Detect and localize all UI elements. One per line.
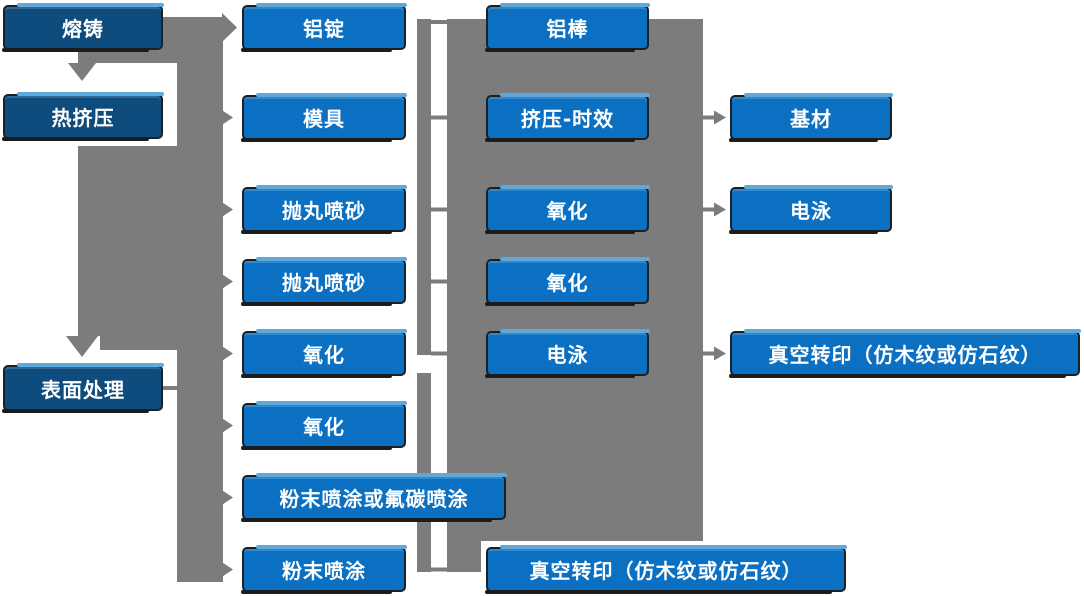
node-melting-casting: 熔铸 bbox=[2, 3, 164, 52]
node-electrophoresis-b: 电泳 bbox=[729, 185, 893, 234]
arrow-tail-to-vacuum-transfer-b bbox=[703, 351, 714, 356]
arrowhead-down-to-surface-treatment bbox=[66, 336, 98, 357]
connector-left-spine bbox=[177, 17, 223, 582]
connector-stub-row1 bbox=[431, 20, 448, 24]
arrowhead-to-powder-fluorocarbon bbox=[221, 489, 233, 506]
node-aluminum-ingot: 铝锭 bbox=[241, 3, 407, 52]
arrowhead-to-oxidation-a bbox=[221, 345, 233, 362]
node-mold: 模具 bbox=[241, 93, 407, 142]
node-hot-extrusion: 热挤压 bbox=[2, 92, 164, 141]
connector-main-block-foot bbox=[447, 541, 481, 572]
connector-mid-bar-lower bbox=[417, 373, 431, 572]
arrowhead-to-shot-blast-2 bbox=[221, 273, 233, 290]
arrowhead-to-aluminum-ingot bbox=[222, 13, 237, 42]
arrowhead-to-powder-coating bbox=[221, 561, 233, 578]
node-vacuum-transfer-b: 真空转印（仿木纹或仿石纹） bbox=[729, 329, 1081, 378]
node-aluminum-rod: 铝棒 bbox=[485, 3, 650, 52]
node-shot-blast-sand-2: 抛丸喷砂 bbox=[241, 257, 407, 306]
node-extrusion-aging: 挤压-时效 bbox=[485, 93, 650, 142]
arrowhead-to-electrophoresis-b bbox=[714, 202, 726, 217]
node-base-material: 基材 bbox=[729, 93, 893, 142]
arrowhead-to-base-material bbox=[714, 110, 726, 125]
node-powder-coating: 粉末喷涂 bbox=[241, 545, 407, 594]
arrow-tail-to-base-material bbox=[703, 115, 714, 120]
node-oxidation-d: 氧化 bbox=[485, 257, 650, 306]
node-surface-treatment: 表面处理 bbox=[2, 363, 164, 413]
arrowhead-to-mold bbox=[221, 109, 233, 126]
node-vacuum-transfer-a: 真空转印（仿木纹或仿石纹） bbox=[485, 545, 847, 594]
connector-stub-row3 bbox=[431, 207, 448, 212]
node-oxidation-c: 氧化 bbox=[485, 185, 650, 234]
node-electrophoresis-a: 电泳 bbox=[485, 329, 650, 378]
node-oxidation-b: 氧化 bbox=[241, 401, 407, 450]
connector-stub-bottom bbox=[431, 567, 450, 572]
arrowhead-down-to-hot-extrusion bbox=[68, 63, 96, 81]
node-powder-or-fluorocarbon-coating: 粉末喷涂或氟碳喷涂 bbox=[241, 473, 507, 522]
connector-stub-row5 bbox=[431, 351, 448, 356]
node-shot-blast-sand-1: 抛丸喷砂 bbox=[241, 185, 407, 234]
arrow-tail-to-electrophoresis-b bbox=[703, 207, 714, 212]
connector-stub-row2 bbox=[431, 115, 448, 120]
node-oxidation-a: 氧化 bbox=[241, 329, 407, 378]
connector-mid-bar-upper bbox=[417, 19, 431, 355]
arrowhead-to-shot-blast-1 bbox=[221, 201, 233, 218]
arrowhead-to-vacuum-transfer-b bbox=[714, 346, 726, 361]
connector-stub-row4 bbox=[431, 279, 448, 284]
arrowhead-to-oxidation-b bbox=[221, 417, 233, 434]
connector-surface-treatment-link bbox=[163, 386, 179, 390]
